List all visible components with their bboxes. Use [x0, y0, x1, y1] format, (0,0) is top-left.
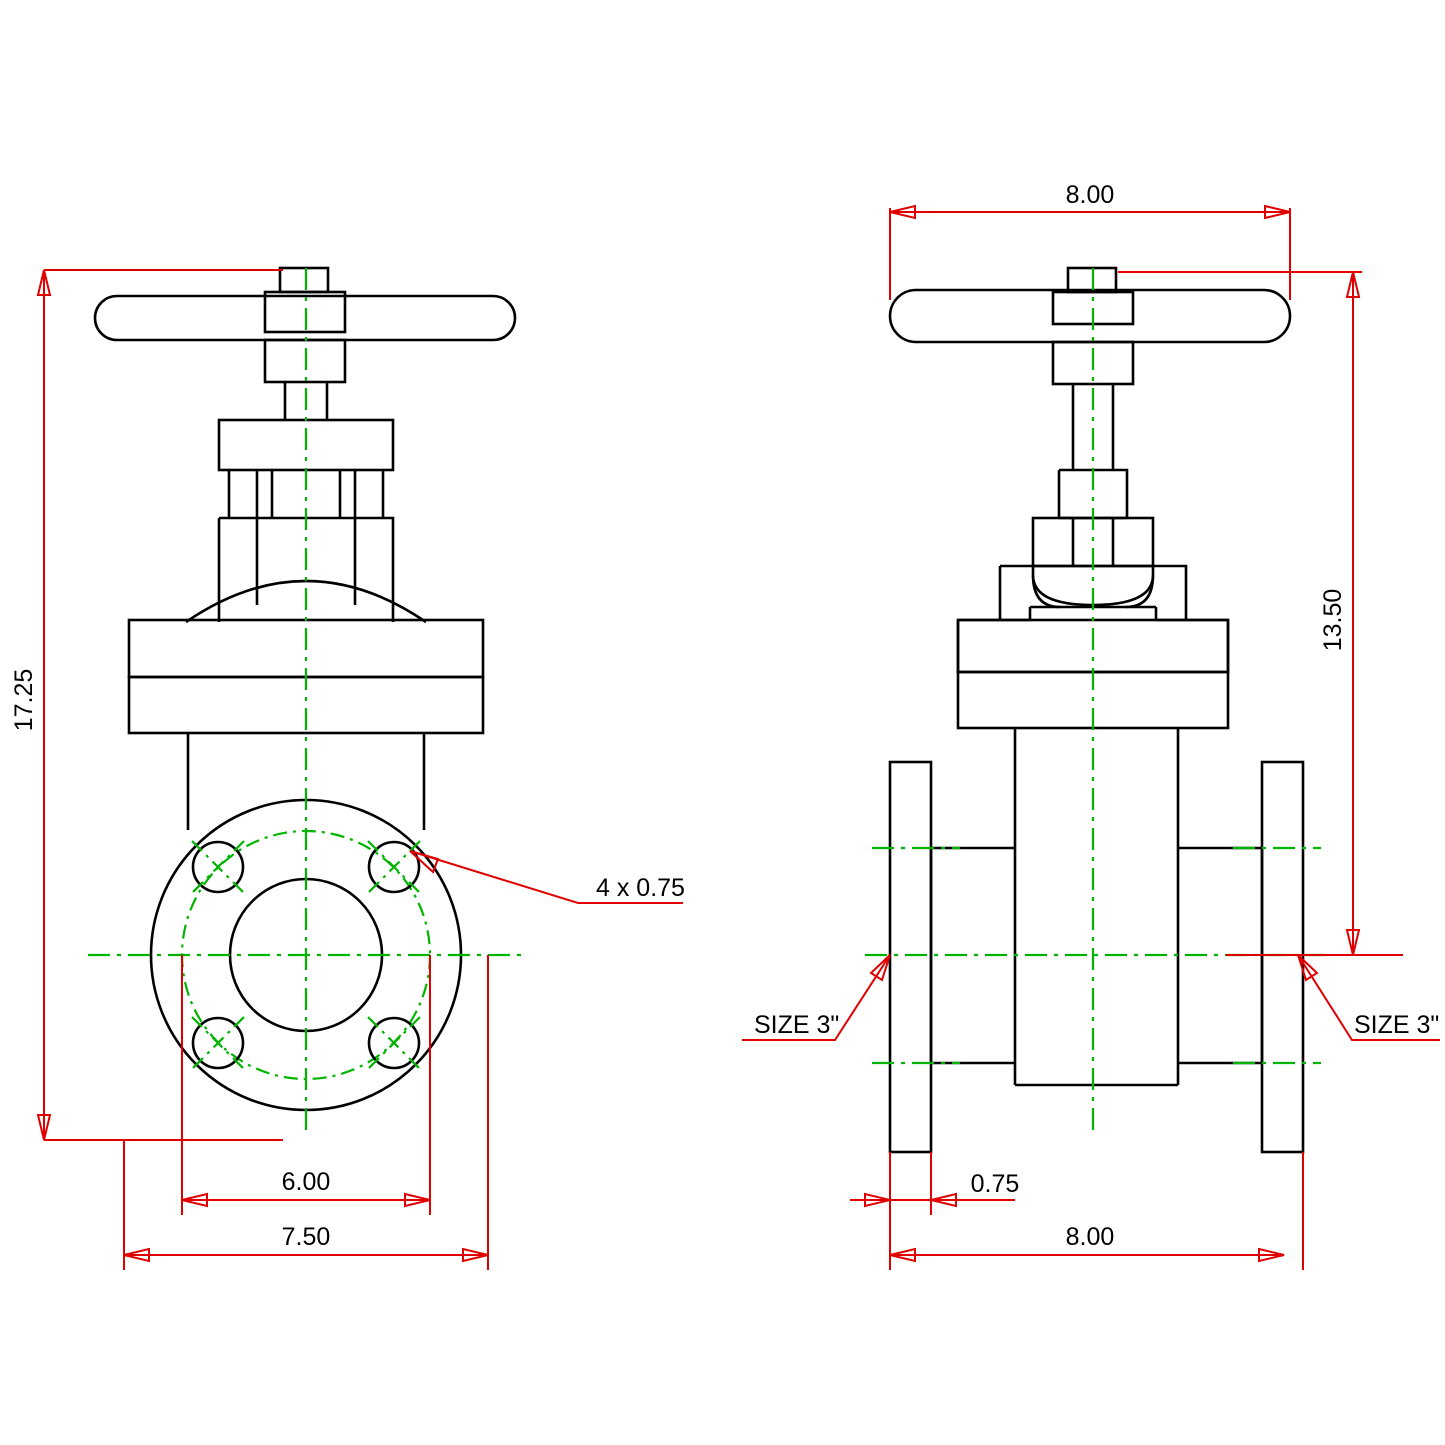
note-label-port-size-right: SIZE 3": [1354, 1011, 1439, 1039]
leader-line-size-right: [1297, 954, 1440, 1041]
side-shoulder-step: [1028, 607, 1158, 620]
side-handwheel-rim: [888, 288, 1292, 344]
stem-nut-top: [278, 266, 330, 294]
dim-label-flange-od: 7.50: [282, 1223, 331, 1251]
handwheel-hub-upper: [263, 290, 347, 334]
dimension-overall-height: 17.25: [10, 269, 283, 1141]
bolt-hole-bottom-left: [191, 1016, 245, 1070]
arrow-left-ftf: [889, 1247, 916, 1263]
leader-line-size-left: [742, 954, 891, 1041]
bolt-hole-top-right: [367, 840, 421, 894]
note-bolt-holes: 4 x 0.75: [409, 850, 685, 904]
arrow-right-ftf: [1258, 1247, 1285, 1263]
arrow-right-75: [462, 1247, 489, 1263]
side-view: [865, 266, 1325, 1154]
arrow-down-135: [1345, 929, 1361, 956]
bolt-hole-centermarks: [191, 840, 421, 1070]
dim-label-flange-thickness: 0.75: [971, 1170, 1020, 1198]
note-port-size-left: SIZE 3": [742, 954, 891, 1041]
arrow-in-right-075: [930, 1192, 957, 1208]
front-view: [88, 266, 524, 1135]
dimension-flange-od: 7.50: [123, 955, 489, 1270]
arrow-down-17: [36, 1114, 52, 1141]
note-label-port-size-left: SIZE 3": [754, 1011, 839, 1039]
bonnet-dome: [185, 579, 427, 624]
arrow-up-135: [1345, 271, 1361, 298]
dim-label-centerline-height: 13.50: [1319, 589, 1347, 652]
dimension-face-to-face: 8.00: [889, 1152, 1304, 1270]
note-port-size-right: SIZE 3": [1297, 954, 1440, 1041]
leader-line-bolt-note: [409, 850, 683, 904]
bolt-hole-top-left: [191, 840, 245, 894]
dim-label-face-to-face: 8.00: [1066, 1223, 1115, 1251]
dimension-centerline-height: 13.50: [1118, 271, 1403, 956]
leader-arrow-bolt-note: [409, 850, 440, 874]
side-bonnet-upper: [998, 564, 1188, 620]
dimension-handwheel-dia: 8.00: [889, 181, 1291, 300]
leader-arrow-size-left: [869, 954, 891, 982]
dim-label-handwheel-dia: 8.00: [1066, 181, 1115, 209]
arrow-left-6: [181, 1192, 208, 1208]
arrow-up-17: [36, 269, 52, 296]
dimension-flange-thickness: 0.75: [850, 1152, 1019, 1270]
arrow-right-hw: [1264, 204, 1291, 220]
note-label-bolt-holes: 4 x 0.75: [596, 874, 685, 902]
side-handwheel-hub-lower: [1051, 340, 1135, 386]
side-right-flange-plate: [1260, 760, 1305, 1154]
dimension-bolt-circle: 6.00: [181, 955, 431, 1215]
dim-label-bolt-circle: 6.00: [282, 1168, 331, 1196]
bolt-hole-bottom-right: [367, 1016, 421, 1070]
arrow-left-75: [123, 1247, 150, 1263]
side-yoke-nut: [1057, 468, 1129, 518]
dim-label-overall-height: 17.25: [10, 669, 38, 732]
arrow-left-hw: [889, 204, 916, 220]
bonnet-block: [217, 516, 395, 622]
side-left-flange-plate: [888, 760, 933, 1154]
arrow-in-left-075: [864, 1192, 891, 1208]
arrow-right-6: [404, 1192, 431, 1208]
leader-arrow-size-right: [1297, 954, 1319, 982]
